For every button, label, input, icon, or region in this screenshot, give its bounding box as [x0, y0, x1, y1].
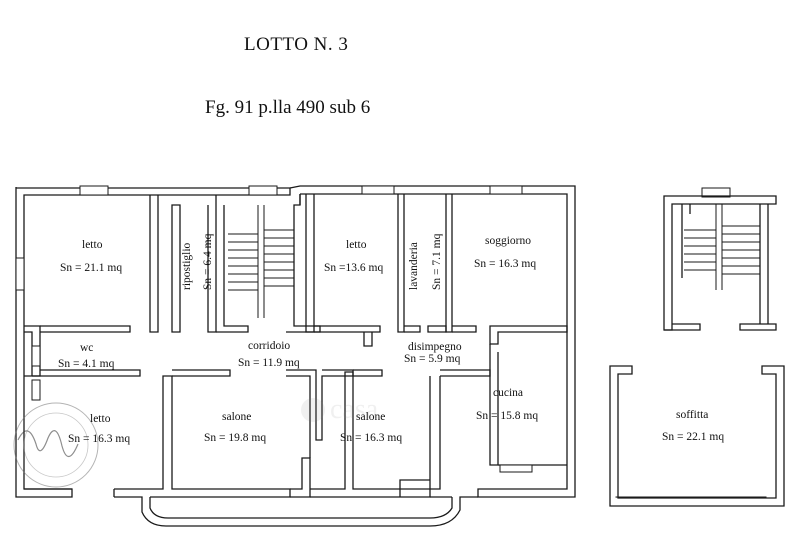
room-name: letto	[346, 239, 367, 251]
room-area: Sn = 16.3 mq	[474, 258, 536, 270]
room-area: Sn = 22.1 mq	[662, 431, 724, 443]
room-labels: letto Sn = 21.1 mq ripostiglio Sn = 6.4 …	[58, 233, 724, 445]
room-area: Sn = 16.3 mq	[340, 432, 402, 444]
interior-walls	[24, 194, 568, 490]
room-name: letto	[90, 413, 111, 425]
room-area: Sn = 6.4 mq	[202, 233, 214, 290]
cadastral-reference: Fg. 91 p.lla 490 sub 6	[205, 97, 371, 118]
room-name: lavanderia	[408, 242, 420, 290]
room-area: Sn = 11.9 mq	[238, 357, 300, 369]
room-name: corridoio	[248, 340, 290, 352]
room-area: Sn = 21.1 mq	[60, 262, 122, 274]
attic-stair-block	[663, 195, 777, 331]
room-name: soggiorno	[485, 235, 531, 247]
windows	[15, 185, 767, 498]
room-name: salone	[356, 411, 385, 423]
watermark-text: casa	[330, 394, 379, 425]
room-area: Sn = 7.1 mq	[431, 233, 443, 290]
room-name: cucina	[493, 387, 523, 399]
room-name: soffitta	[676, 409, 708, 421]
room-area: Sn = 15.8 mq	[476, 410, 538, 422]
room-name: disimpegno	[408, 341, 462, 353]
watermark: casa	[301, 394, 379, 425]
official-stamp	[13, 402, 99, 488]
room-name: salone	[222, 411, 251, 423]
attic-room	[609, 365, 785, 507]
room-area: Sn =13.6 mq	[324, 262, 383, 274]
room-area: Sn = 4.1 mq	[58, 358, 115, 370]
room-name: wc	[80, 342, 93, 354]
staircase	[228, 205, 294, 318]
room-name: letto	[82, 239, 103, 251]
room-area: Sn = 19.8 mq	[204, 432, 266, 444]
room-name: ripostiglio	[181, 242, 193, 290]
lot-title: LOTTO N. 3	[244, 34, 349, 55]
room-area: Sn = 16.3 mq	[68, 433, 130, 445]
room-area: Sn = 5.9 mq	[404, 353, 461, 365]
